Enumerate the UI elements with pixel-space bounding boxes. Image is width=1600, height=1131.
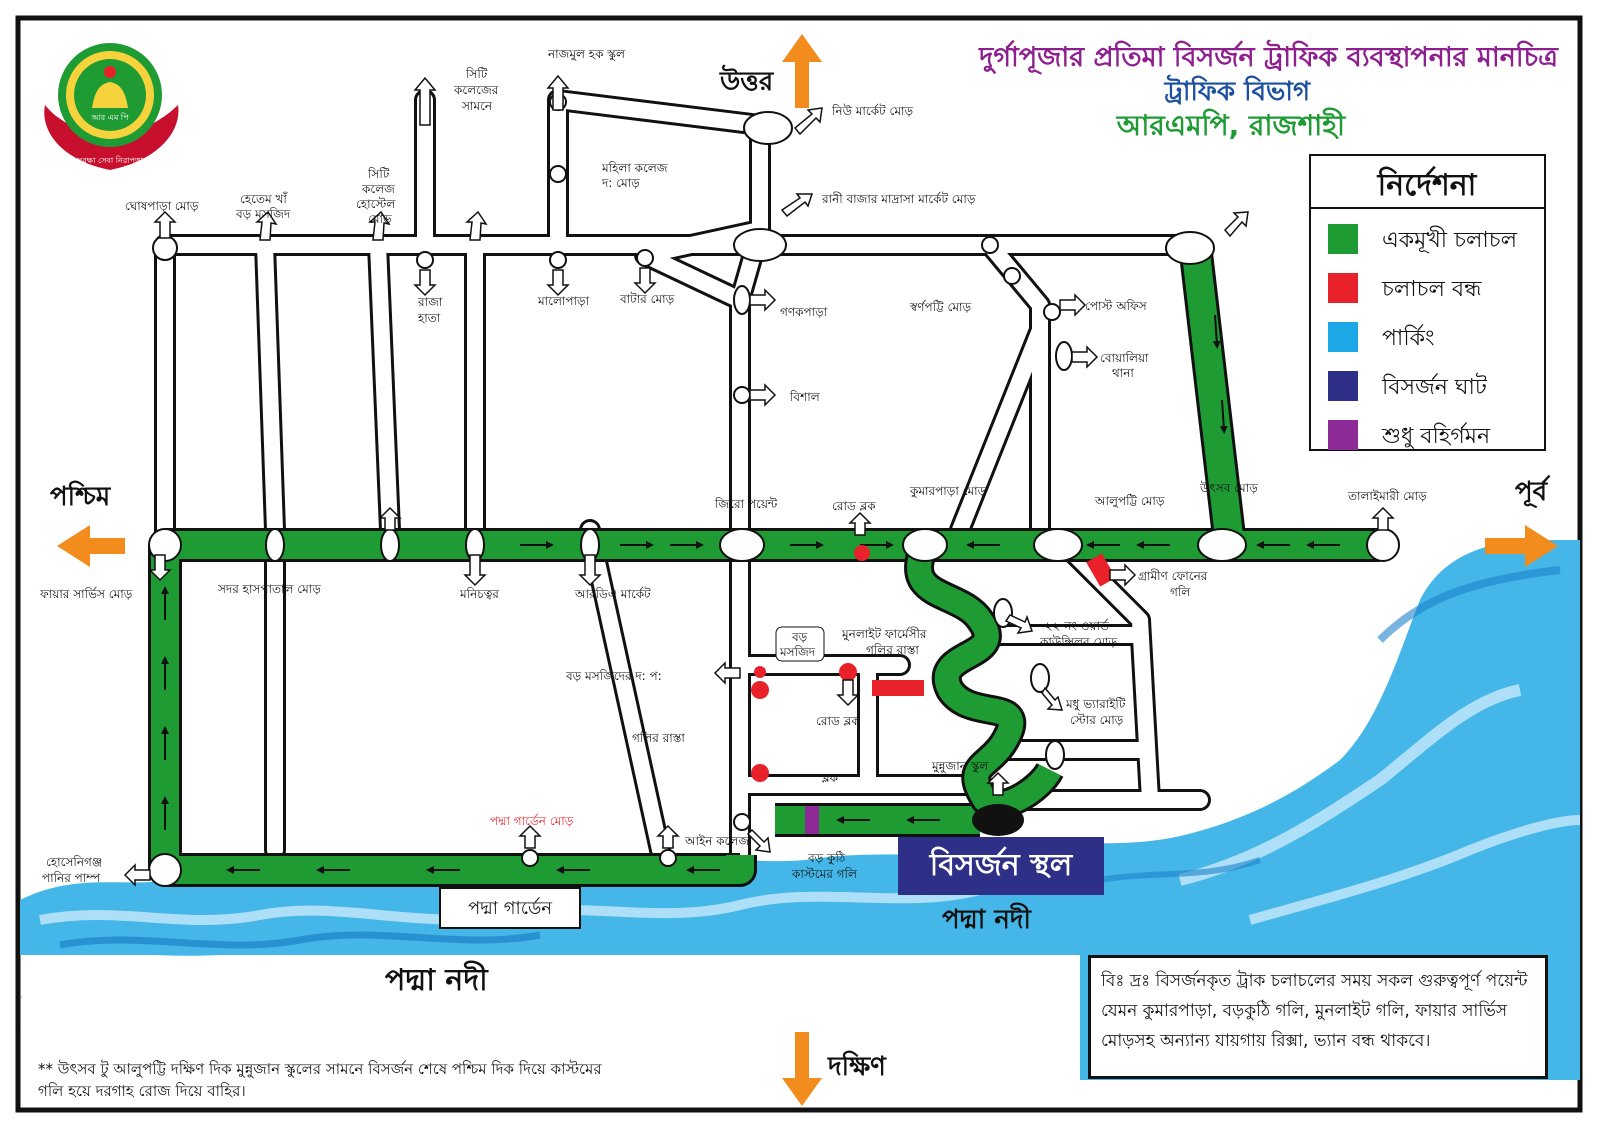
north-arrow — [782, 34, 822, 108]
exit-only-gate — [805, 806, 819, 834]
south-label: দক্ষিণ — [827, 1050, 887, 1082]
east-arrow — [1485, 525, 1558, 567]
legend-label-ghat: বিসর্জন ঘাট — [1381, 373, 1488, 400]
label-madhu-2: স্টোর মোড় — [1070, 713, 1124, 727]
east-label: পূর্ব — [1515, 475, 1551, 508]
label-mohila-1: মহিলা কলেজ — [601, 161, 668, 175]
legend-swatch-one-way — [1328, 224, 1358, 254]
label-padma-river-east: পদ্মা নদী — [942, 902, 1033, 935]
label-boalia-2: থানা — [1112, 366, 1134, 380]
label-roadblock-2: রোড ব্লক — [816, 714, 860, 728]
label-borokuthi-2: কাস্টমের গলি — [791, 867, 858, 881]
side-arrows — [123, 74, 1395, 887]
department-title: ট্রাফিক বিভাগ — [1163, 74, 1311, 107]
label-bishal: বিশাল — [789, 390, 821, 404]
padma-river — [20, 540, 1581, 1080]
legend-swatch-exit — [1328, 420, 1358, 450]
label-munnujan: মুন্নুজান স্কুল — [931, 759, 989, 774]
label-madhu-1: মধু ভ্যারাইটি — [1065, 697, 1126, 712]
label-lawcollege: আইন কলেজ — [684, 834, 749, 848]
organization-title: আরএমপি, রাজশাহী — [1116, 107, 1346, 142]
label-utsab: উৎসব মোড় — [1199, 481, 1258, 495]
legend-swatch-closed — [1328, 273, 1358, 303]
label-rda: আরডিএ মার্কেট — [574, 587, 651, 601]
label-alupatti: আলুপট্টি মোড় — [1094, 494, 1165, 509]
label-roadblock-1: রোড ব্লক — [832, 499, 876, 513]
note-box: বিঃ দ্রঃ বিসর্জনকৃত ট্রাক চলাচলের সময় স… — [1088, 955, 1548, 1079]
label-golir: গলির রাস্তা — [632, 731, 685, 745]
label-grameen-2: গলি — [1170, 585, 1191, 599]
label-zeropoint: জিরো পয়েন্ট — [714, 497, 778, 511]
label-ganakpara: গণকপাড়া — [780, 305, 828, 319]
legend-label-closed: চলাচল বন্ধ — [1381, 277, 1482, 302]
label-batar: বাটার মোড় — [619, 292, 675, 306]
label-boromosjid-2: মসজিদ — [779, 645, 816, 659]
label-padma-river-south: পদ্মা নদী — [385, 960, 489, 998]
label-najmul: নাজমুল হক স্কুল — [547, 47, 626, 62]
label-boromosjid-1: বড় — [791, 630, 808, 644]
label-hosenigonj-1: হোসেনিগঞ্জ — [46, 855, 102, 869]
label-kumarpara: কুমারপাড়া মোড় — [909, 484, 987, 499]
label-monichottor: মনিচত্বর — [459, 587, 499, 601]
label-ranibazar: রানী বাজার মাদ্রাসা মার্কেট মোড় — [821, 192, 976, 206]
label-cch-2: কলেজ — [361, 182, 395, 196]
label-moonlight-2: গলির রাস্তা — [866, 643, 919, 657]
map-title: দুর্গাপূজার প্রতিমা বিসর্জন ট্রাফিক ব্যব… — [978, 39, 1559, 74]
legend-swatch-parking — [1328, 322, 1358, 352]
compass-arrows — [57, 34, 1558, 1106]
logo-center-text: আর এম পি — [90, 113, 129, 122]
label-sadar: সদর হাসপাতাল মোড় — [217, 582, 321, 596]
label-hetem-1: হেতেম খাঁ — [240, 191, 288, 206]
label-moonlight-1: মুনলাইট ফার্মেসীর — [841, 627, 927, 642]
flow-arrows — [161, 314, 1340, 874]
label-padmagarden: পদ্মা গার্ডেন — [468, 897, 552, 919]
place-labels: ঘোষপাড়া মোড় হেতেম খাঁ বড় মসজিদ সিটি ক… — [39, 47, 1427, 998]
legend-swatch-ghat — [1328, 371, 1358, 401]
label-grameen-1: গ্রামীণ ফোনের — [1138, 569, 1208, 583]
label-cf-2: কলেজের — [453, 83, 499, 97]
south-arrow — [782, 1032, 822, 1106]
immersion-point — [972, 804, 1024, 836]
label-borokuthi-1: বড় কুঠি — [807, 851, 846, 866]
label-cch-1: সিটি — [367, 167, 390, 181]
label-raja-1: রাজা — [417, 295, 443, 309]
label-newmarket: নিউ মার্কেট মোড় — [831, 104, 913, 118]
label-cf-1: সিটি — [465, 67, 488, 81]
legend-title: নির্দেশনা — [1377, 166, 1478, 203]
label-boromosjid-south: বড় মসজিদের দ: প: — [565, 669, 662, 683]
legend-label-parking: পার্কিং — [1382, 324, 1434, 351]
label-ward-1: ২২ নং ওয়ার্ড — [1045, 619, 1109, 633]
label-ward-2: কাউন্সিলর মোড় — [1039, 635, 1117, 649]
legend-label-one-way: একমূখী চলাচল — [1382, 226, 1518, 253]
label-ghoshpara: ঘোষপাড়া মোড় — [125, 199, 199, 213]
road-blocks — [751, 545, 1116, 782]
immersion-site-label: বিসর্জন স্থল — [898, 837, 1104, 895]
logo-motto: সুরক্ষা সেবা নিরাপত্তা — [76, 156, 144, 165]
legend: নির্দেশনা একমূখী চলাচল চলাচল বন্ধ পার্কি… — [1309, 154, 1546, 451]
label-padmagarden-mor: পদ্মা গার্ডেন মোড় — [490, 814, 574, 828]
west-arrow — [57, 525, 125, 567]
legend-label-exit: শুধু বহির্গমন — [1381, 422, 1491, 449]
label-boalia-1: বোয়ালিয়া — [1100, 351, 1149, 365]
north-label: উত্তর — [719, 64, 775, 97]
label-cch-3: হোস্টেল — [356, 197, 396, 211]
label-malopara: মালোপাড়া — [537, 294, 590, 308]
label-postoffice: পোস্ট অফিস — [1085, 299, 1148, 313]
label-hetem-2: বড় মসজিদ — [235, 207, 291, 221]
label-swarnapatti: স্বর্ণপট্টি মোড় — [909, 300, 972, 314]
rmp-logo: আর এম পি সুরক্ষা সেবা নিরাপত্তা — [44, 43, 179, 170]
label-hosenigonj-2: পানির পাম্প — [42, 871, 101, 885]
label-cch-4: মোড় — [368, 212, 392, 226]
label-block: ব্লক — [821, 771, 839, 785]
label-cf-3: সামনে — [461, 99, 493, 113]
label-fireservice: ফায়ার সার্ভিস মোড় — [39, 587, 133, 601]
west-label: পশ্চিম — [50, 480, 112, 512]
label-talaimari: তালাইমারী মোড় — [1347, 489, 1427, 503]
label-raja-2: হাতা — [417, 311, 441, 325]
label-mohila-2: দ: মোড় — [601, 176, 640, 190]
footnote: ** উৎসব টু আলুপট্টি দক্ষিণ দিক মুন্নুজান… — [38, 1060, 602, 1100]
